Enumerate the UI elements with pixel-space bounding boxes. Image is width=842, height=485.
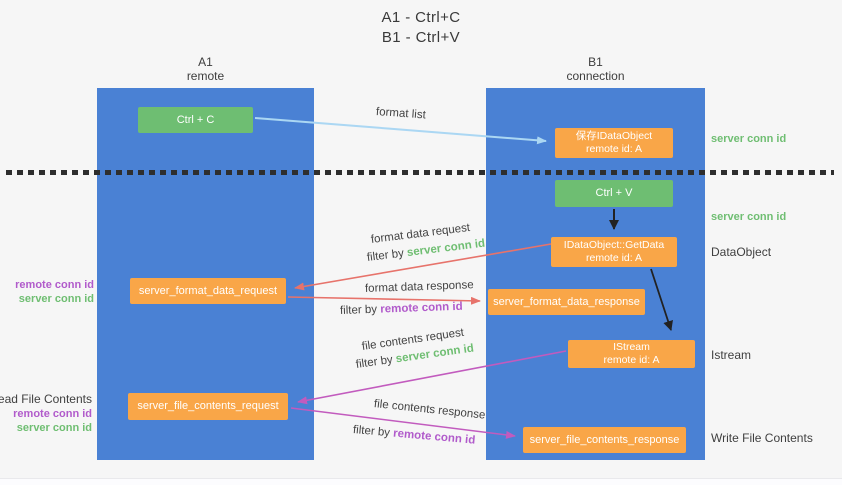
annotation-remote-conn-id-left-2: remote conn id	[13, 408, 92, 420]
node-getdata-line1: IDataObject::GetData	[563, 238, 665, 251]
node-save-idataobject-line2: remote id: A	[585, 143, 643, 155]
node-ctrl-c: Ctrl + C	[138, 107, 253, 133]
node-idataobject-getdata: IDataObject::GetData remote id: A	[551, 237, 677, 267]
node-server-file-contents-response: server_file_contents_response	[523, 427, 686, 453]
arrow-getdata-to-istream	[650, 268, 673, 331]
arrow-file-contents-response	[290, 407, 516, 439]
annotation-remote-conn-id-left-1: remote conn id	[15, 279, 94, 291]
arrow-file-contents-request	[297, 350, 567, 405]
node-save-idataobject: 保存IDataObject remote id: A	[555, 128, 673, 158]
annotation-server-conn-id-top: server conn id	[711, 133, 787, 145]
node-server-file-contents-response-label: server_file_contents_response	[529, 433, 680, 446]
annotation-server-conn-id-left-1: server conn id	[18, 293, 94, 305]
annotation-istream: Istream	[711, 348, 752, 362]
node-istream-line2: remote id: A	[603, 354, 660, 366]
diagram-title: A1 - Ctrl+C B1 - Ctrl+V	[0, 8, 842, 48]
node-server-file-contents-request: server_file_contents_request	[128, 393, 288, 420]
node-server-file-contents-request-label: server_file_contents_request	[137, 400, 279, 412]
annotation-read-file-contents: Read File Contents	[0, 392, 92, 406]
node-getdata-line2: remote id: A	[585, 252, 643, 264]
lane-a1-title: A1	[198, 55, 213, 69]
lane-a1-subtitle: remote	[186, 69, 225, 83]
annotation-server-conn-id-mid: server conn id	[711, 211, 787, 223]
node-server-format-data-request: server_format_data_request	[130, 278, 286, 304]
lane-header-b1: B1 connection	[486, 55, 705, 83]
node-istream-line1: IStream	[613, 340, 650, 353]
arrow-format-data-request	[294, 243, 552, 291]
node-ctrl-c-label: Ctrl + C	[176, 113, 215, 126]
node-server-format-data-response: server_format_data_response	[488, 289, 645, 315]
node-ctrl-v: Ctrl + V	[555, 180, 673, 207]
node-server-format-data-response-label: server_format_data_response	[493, 295, 640, 308]
node-save-idataobject-line1: 保存IDataObject	[575, 129, 653, 142]
lane-header-a1: A1 remote	[97, 55, 314, 83]
annotation-server-conn-id-left-2: server conn id	[16, 422, 92, 434]
lane-b1-subtitle: connection	[566, 69, 625, 83]
node-ctrl-v-label: Ctrl + V	[595, 187, 633, 199]
window-bottom-edge	[0, 478, 842, 485]
node-istream: IStream remote id: A	[568, 340, 695, 368]
annotation-dataobject: DataObject	[711, 245, 772, 259]
annotation-write-file-contents: Write File Contents	[711, 431, 813, 445]
node-server-format-data-request-label: server_format_data_request	[138, 284, 278, 297]
title-line-2: B1 - Ctrl+V	[381, 29, 461, 46]
arrow-format-list	[254, 117, 547, 145]
arrow-format-data-response	[287, 296, 481, 305]
lane-b1-title: B1	[588, 55, 603, 69]
filter-by-text: filter by	[339, 303, 378, 317]
title-line-1: A1 - Ctrl+C	[381, 9, 461, 26]
session-divider-dashed-line	[6, 170, 834, 175]
